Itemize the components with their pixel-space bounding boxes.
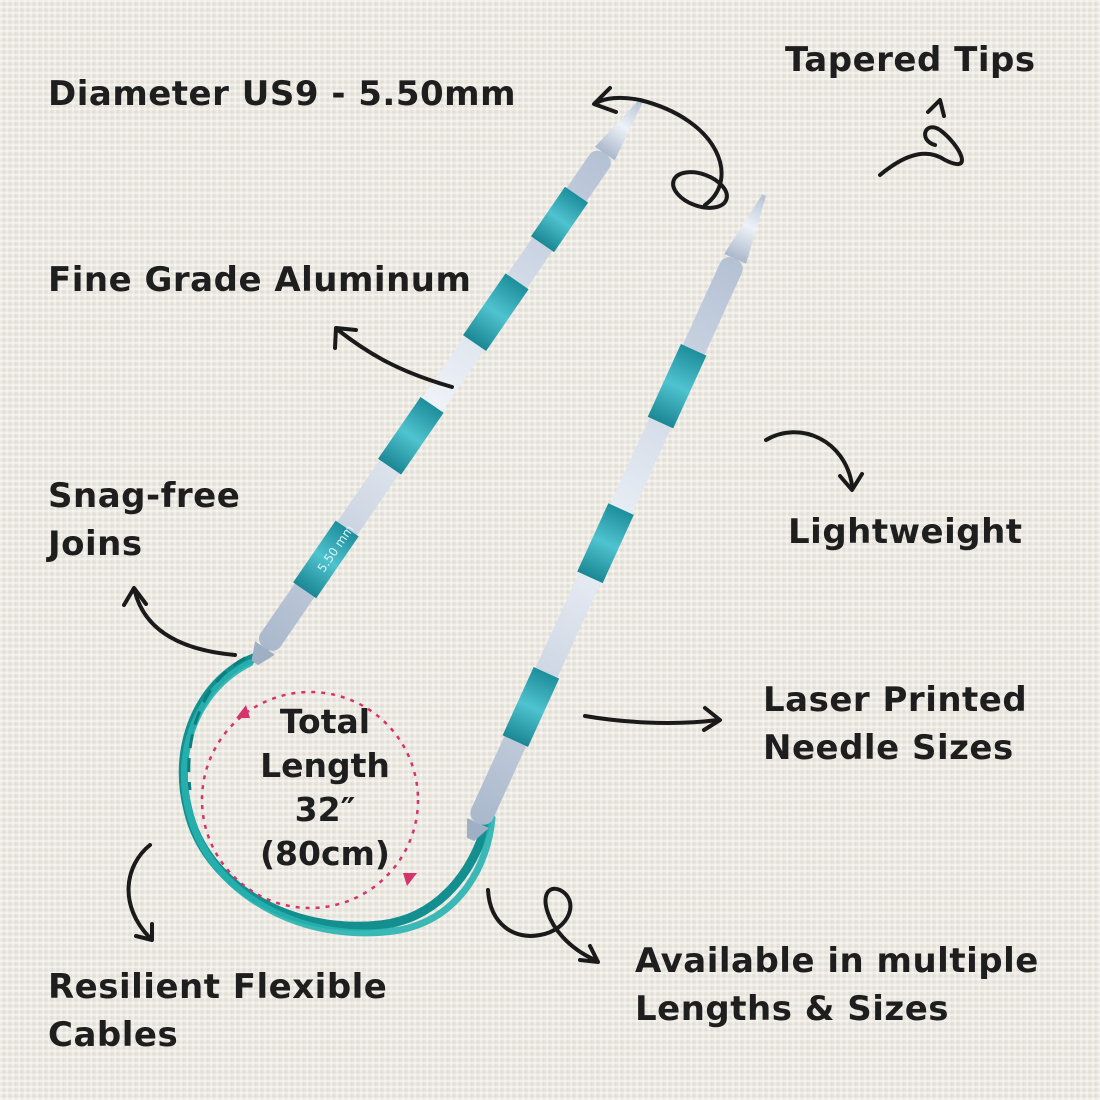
label-laser-printed: Laser Printed Needle Sizes	[763, 676, 1027, 772]
arrow-resilient	[126, 843, 154, 942]
label-fine-grade-aluminum: Fine Grade Aluminum	[48, 260, 472, 300]
label-tapered-tips: Tapered Tips	[785, 40, 1036, 80]
measure-arrowhead-top	[236, 705, 250, 718]
flexible-cable	[178, 648, 496, 937]
arrow-diameter	[592, 86, 729, 210]
label-snag-free-joins: Snag-free Joins	[48, 472, 240, 568]
label-available-line1: Available in multiple	[635, 941, 1039, 981]
total-length-text: Total Length 32″ (80cm)	[235, 700, 415, 876]
total-length-line2: Length	[260, 746, 390, 785]
label-snag-free-line1: Snag-free	[48, 476, 241, 516]
length-measure-circle	[200, 690, 420, 910]
label-laser-line2: Needle Sizes	[763, 728, 1014, 768]
label-resilient-line1: Resilient Flexible	[48, 967, 388, 1007]
total-length-line4: (80cm)	[259, 834, 391, 873]
label-laser-line1: Laser Printed	[763, 680, 1028, 720]
total-length-line3: 32″	[294, 790, 356, 829]
arrow-lightweight	[764, 430, 864, 492]
arrow-available	[486, 886, 600, 964]
arrow-laser-printed	[583, 706, 722, 732]
label-available-line2: Lengths & Sizes	[635, 989, 950, 1029]
label-available: Available in multiple Lengths & Sizes	[635, 937, 1039, 1033]
arrow-tapered-tips	[878, 98, 964, 177]
label-lightweight: Lightweight	[788, 512, 1023, 552]
label-diameter: Diameter US9 - 5.50mm	[48, 74, 517, 114]
label-resilient-line2: Cables	[48, 1015, 179, 1055]
label-resilient-cables: Resilient Flexible Cables	[48, 963, 387, 1059]
label-snag-free-line2: Joins	[48, 524, 143, 564]
needle-right	[466, 194, 766, 842]
total-length-line1: Total	[279, 702, 371, 741]
arrow-fine-grade	[333, 326, 454, 389]
arrow-snag-free	[122, 586, 237, 657]
measure-arrowhead-bottom	[403, 873, 417, 886]
